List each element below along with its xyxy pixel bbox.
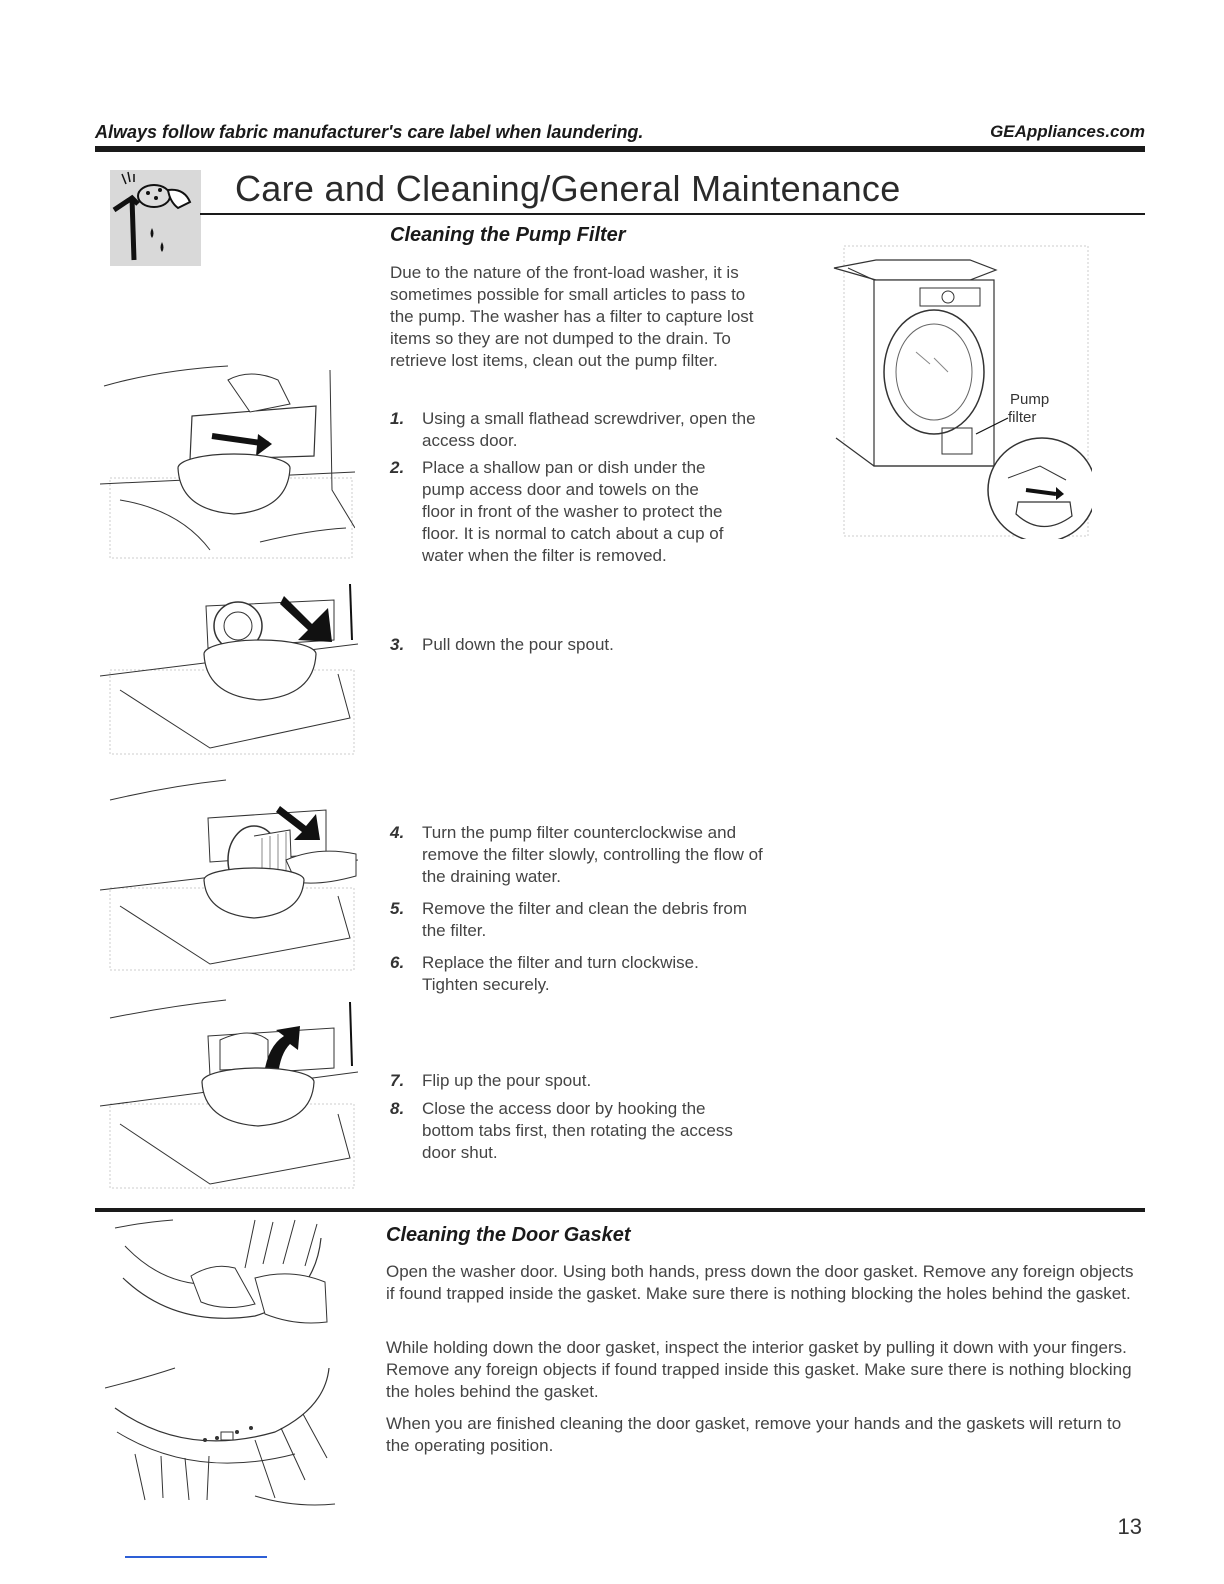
- step-number: 1.: [390, 409, 405, 428]
- step-4: 4. Turn the pump filter counterclockwise…: [390, 822, 770, 888]
- section-divider: [95, 1208, 1145, 1212]
- step-number: 5.: [390, 899, 405, 918]
- section-title: Care and Cleaning/General Maintenance: [235, 168, 901, 209]
- step-text: Turn the pump filter counterclockwise an…: [422, 823, 763, 886]
- header-site: GEAppliances.com: [990, 122, 1145, 141]
- title-rule: [200, 213, 1145, 215]
- washer-pump-filter-illustration: Pump filter: [830, 244, 1097, 543]
- page-header: Always follow fabric manufacturer's care…: [95, 120, 1145, 152]
- step-number: 2.: [390, 458, 405, 477]
- step-text: Flip up the pour spout.: [422, 1071, 592, 1090]
- step-1: 1. Using a small flathead screwdriver, o…: [390, 408, 770, 452]
- header-tagline: Always follow fabric manufacturer's care…: [95, 122, 644, 142]
- page-number: 13: [1117, 1514, 1142, 1539]
- pump-filter-heading: Cleaning the Pump Filter: [390, 224, 626, 246]
- pull-pour-spout-illustration: [99, 578, 359, 756]
- door-gasket-paragraph-1: Open the washer door. Using both hands, …: [386, 1262, 1134, 1303]
- callout-pump: Pump: [1010, 391, 1049, 408]
- door-gasket-heading: Cleaning the Door Gasket: [386, 1224, 631, 1246]
- door-gasket-illustration: [104, 1218, 345, 1508]
- step-8: 8. Close the access door by hooking the …: [390, 1098, 770, 1164]
- step-number: 4.: [390, 823, 405, 842]
- step-6: 6. Replace the filter and turn clockwise…: [390, 952, 770, 996]
- step-text: Using a small flathead screwdriver, open…: [422, 409, 756, 450]
- pump-filter-intro: Due to the nature of the front-load wash…: [390, 263, 754, 370]
- step-number: 3.: [390, 635, 405, 654]
- door-gasket-paragraph-2: While holding down the door gasket, insp…: [386, 1338, 1132, 1401]
- callout-filter: filter: [1008, 409, 1036, 426]
- step-text: Place a shallow pan or dish under the pu…: [422, 458, 724, 565]
- step-number: 8.: [390, 1099, 405, 1118]
- door-gasket-paragraph-3: When you are finished cleaning the door …: [386, 1414, 1122, 1455]
- step-7: 7. Flip up the pour spout.: [390, 1070, 770, 1092]
- step-5: 5. Remove the filter and clean the debri…: [390, 898, 770, 942]
- step-number: 7.: [390, 1071, 405, 1090]
- step-3: 3. Pull down the pour spout.: [390, 634, 770, 656]
- step-2: 2. Place a shallow pan or dish under the…: [390, 457, 770, 567]
- remove-filter-illustration: [99, 776, 359, 972]
- step-text: Remove the filter and clean the debris f…: [422, 899, 748, 940]
- footer-link-line: [125, 1556, 267, 1558]
- step-text: Close the access door by hooking the bot…: [422, 1099, 733, 1162]
- step-number: 6.: [390, 953, 405, 972]
- step-text: Replace the filter and turn clockwise. T…: [422, 953, 699, 994]
- step-text: Pull down the pour spout.: [422, 635, 614, 654]
- flip-up-spout-illustration: [99, 996, 359, 1190]
- cleaning-sponge-icon: [108, 168, 203, 268]
- open-access-door-illustration: [99, 360, 356, 560]
